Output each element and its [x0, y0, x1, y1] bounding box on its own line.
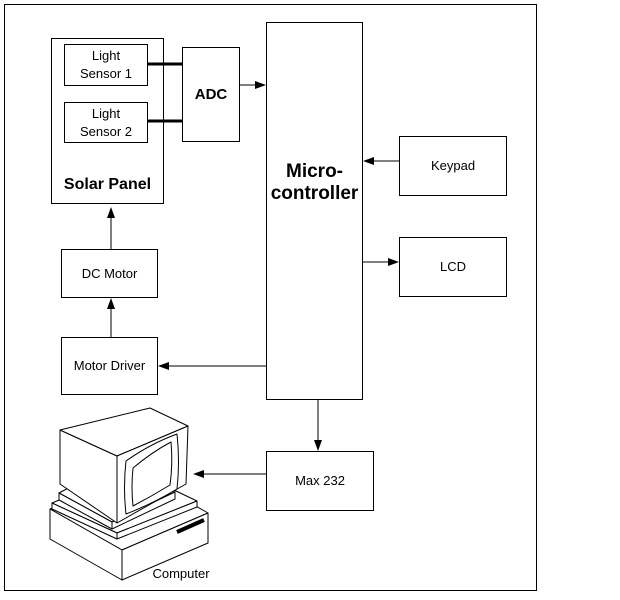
- block-light-sensor-1: Light Sensor 1: [64, 44, 148, 86]
- block-adc: ADC: [182, 47, 240, 142]
- max-232-label: Max 232: [295, 473, 345, 488]
- block-dc-motor: DC Motor: [61, 249, 158, 298]
- adc-label: ADC: [194, 85, 228, 103]
- block-keypad: Keypad: [399, 136, 507, 196]
- block-max-232: Max 232: [266, 451, 374, 511]
- computer-label: Computer: [152, 566, 210, 581]
- lcd-label: LCD: [439, 259, 466, 274]
- block-lcd: LCD: [399, 237, 507, 297]
- microcontroller-label-line1: Micro-: [286, 161, 343, 182]
- microcontroller-label-line2: controller: [270, 183, 359, 204]
- microcontroller-label: Micro- controller: [267, 161, 362, 205]
- light-sensor-2-label-line1: Light: [91, 105, 121, 121]
- light-sensor-1-label-line2: Sensor 1: [79, 66, 133, 81]
- solar-panel-label: Solar Panel: [63, 176, 152, 193]
- light-sensor-2-label-line2: Sensor 2: [79, 123, 133, 139]
- keypad-label: Keypad: [430, 158, 476, 173]
- block-microcontroller: Micro- controller: [266, 22, 363, 400]
- light-sensor-1-label-line1: Light: [91, 48, 121, 63]
- dc-motor-label: DC Motor: [81, 265, 138, 281]
- block-motor-driver: Motor Driver: [61, 337, 158, 395]
- motor-driver-label: Motor Driver: [73, 358, 146, 373]
- block-light-sensor-2: Light Sensor 2: [64, 102, 148, 143]
